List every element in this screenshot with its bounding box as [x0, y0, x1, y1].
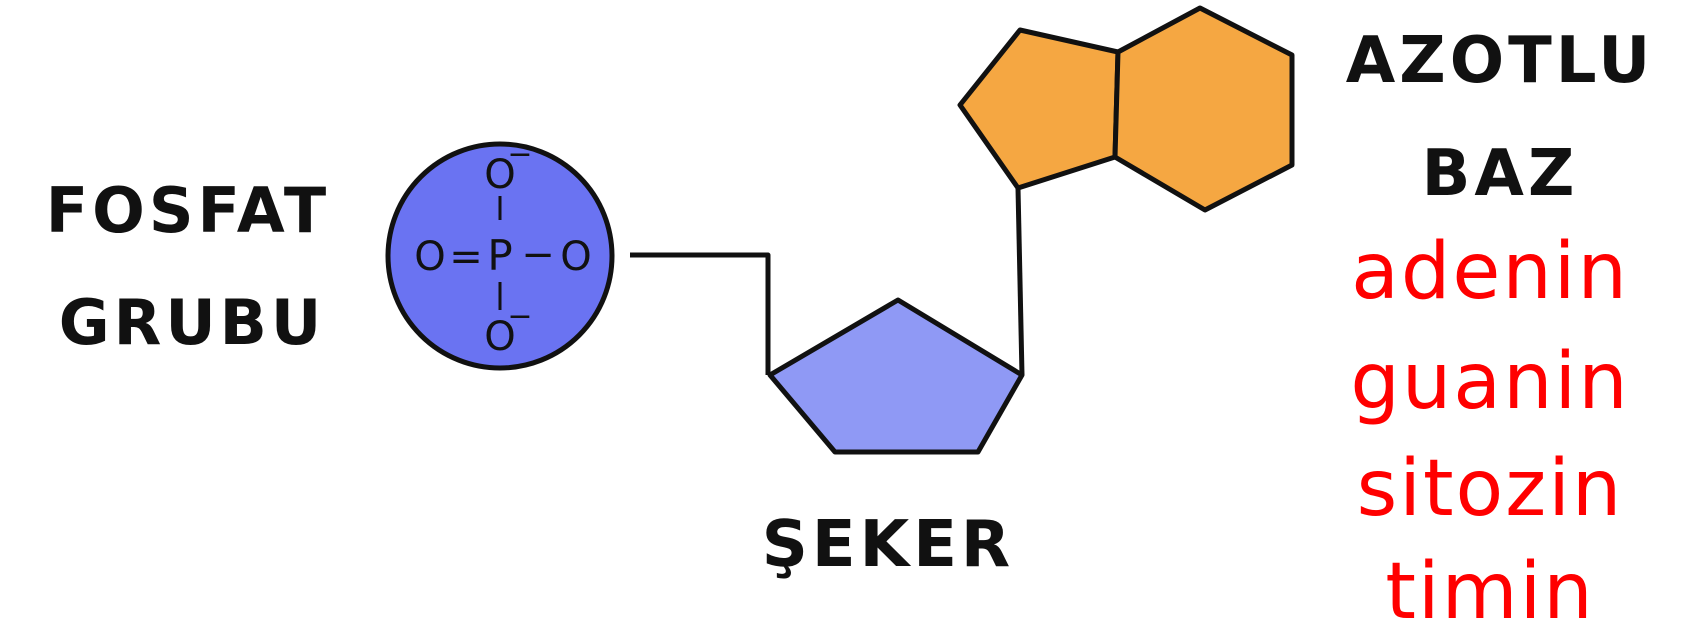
base-name-guanin: guanin: [1350, 337, 1629, 427]
sugar-base-bond: [1015, 187, 1025, 376]
sugar-pentagon: [767, 297, 1025, 455]
base-name-timin: timin: [1385, 547, 1594, 636]
formula-bottom-oxygen: O: [484, 314, 515, 360]
formula-top-oxygen: O: [484, 152, 515, 198]
base-label-line2: BAZ: [1422, 137, 1579, 211]
sugar-label: ŞEKER: [762, 508, 1014, 582]
formula-bottom-charge: −: [507, 299, 532, 334]
phosphate-label-line1: FOSFAT: [46, 174, 330, 247]
phosphate-sugar-bond: [630, 252, 771, 375]
base-name-sitozin: sitozin: [1357, 444, 1624, 534]
formula-single-bond: −: [521, 232, 555, 278]
formula-phosphorus: P: [487, 231, 512, 280]
formula-double-bond: =: [449, 234, 483, 280]
base-name-adenin: adenin: [1351, 227, 1629, 317]
formula-right-oxygen: O: [560, 234, 591, 280]
base-pentagon-ring: [957, 27, 1121, 191]
formula-left-oxygen: O: [414, 234, 445, 280]
base-label-line1: AZOTLU: [1346, 24, 1654, 98]
phosphate-circle: [385, 141, 615, 371]
phosphate-formula: O − O = P − O O −: [414, 137, 591, 360]
phosphate-label-line2: GRUBU: [59, 286, 326, 359]
formula-top-charge: −: [507, 137, 532, 172]
base-hexagon-ring: [1112, 5, 1295, 213]
